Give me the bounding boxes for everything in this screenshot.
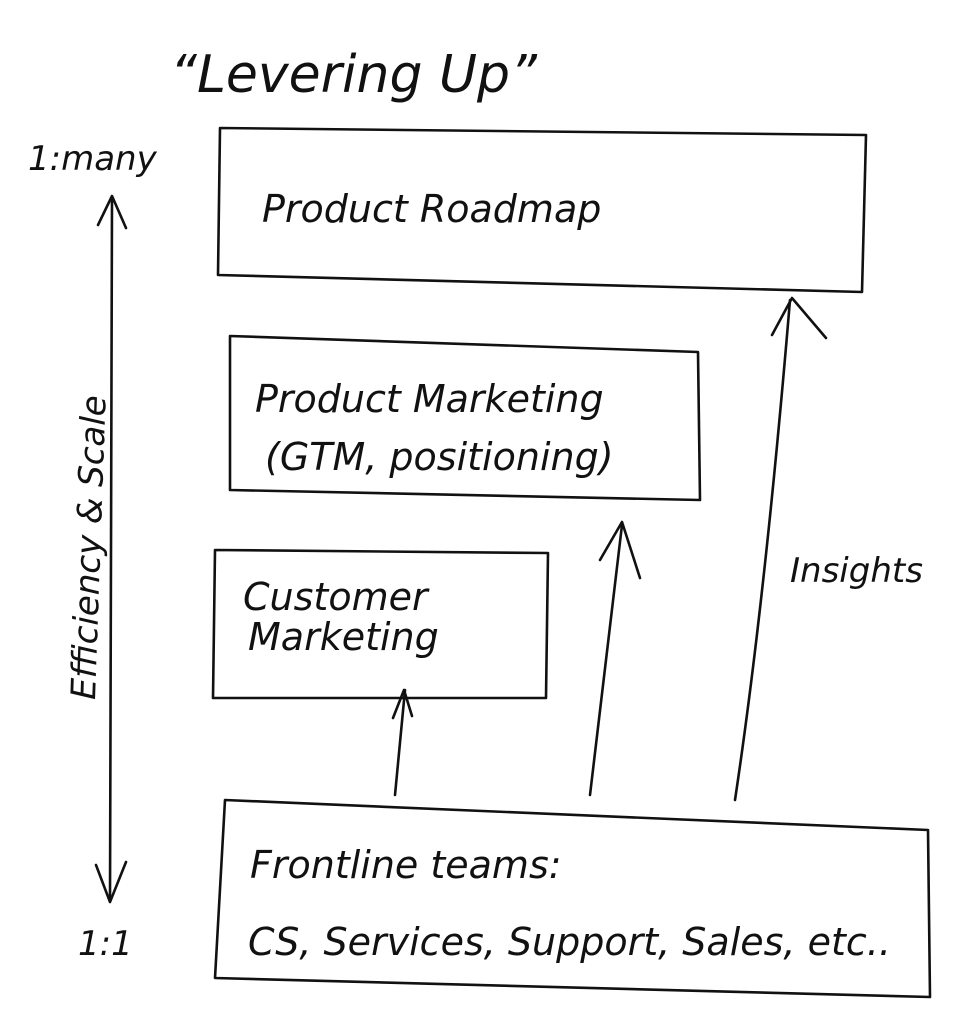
vertical-double-arrow (94, 194, 128, 904)
customer-marketing-line2: Marketing (248, 615, 439, 659)
arrow-to-customer-marketing (391, 688, 414, 797)
frontline-title: Frontline teams: (250, 843, 562, 887)
axis-label: Efficiency & Scale (64, 395, 115, 701)
box-product-marketing: Product Marketing (GTM, positioning) (228, 334, 702, 502)
box-customer-marketing: Customer Marketing (211, 548, 550, 700)
axis-bottom-label: 1:1 (78, 924, 133, 964)
box-product-roadmap: Product Roadmap (216, 126, 868, 294)
customer-marketing-line1: Customer (243, 575, 430, 619)
arrow-to-product-roadmap (733, 296, 828, 802)
insights-label: Insights (790, 551, 923, 591)
diagram-title: “Levering Up” (170, 45, 538, 105)
frontline-teams-list: CS, Services, Support, Sales, etc.. (248, 920, 891, 964)
box-frontline-teams: Frontline teams: CS, Services, Support, … (213, 798, 932, 999)
arrow-to-product-marketing (588, 520, 642, 797)
product-marketing-label: Product Marketing (255, 377, 604, 421)
axis-top-label: 1:many (28, 139, 158, 179)
product-marketing-sublabel: (GTM, positioning) (265, 435, 614, 479)
product-roadmap-label: Product Roadmap (262, 187, 601, 231)
